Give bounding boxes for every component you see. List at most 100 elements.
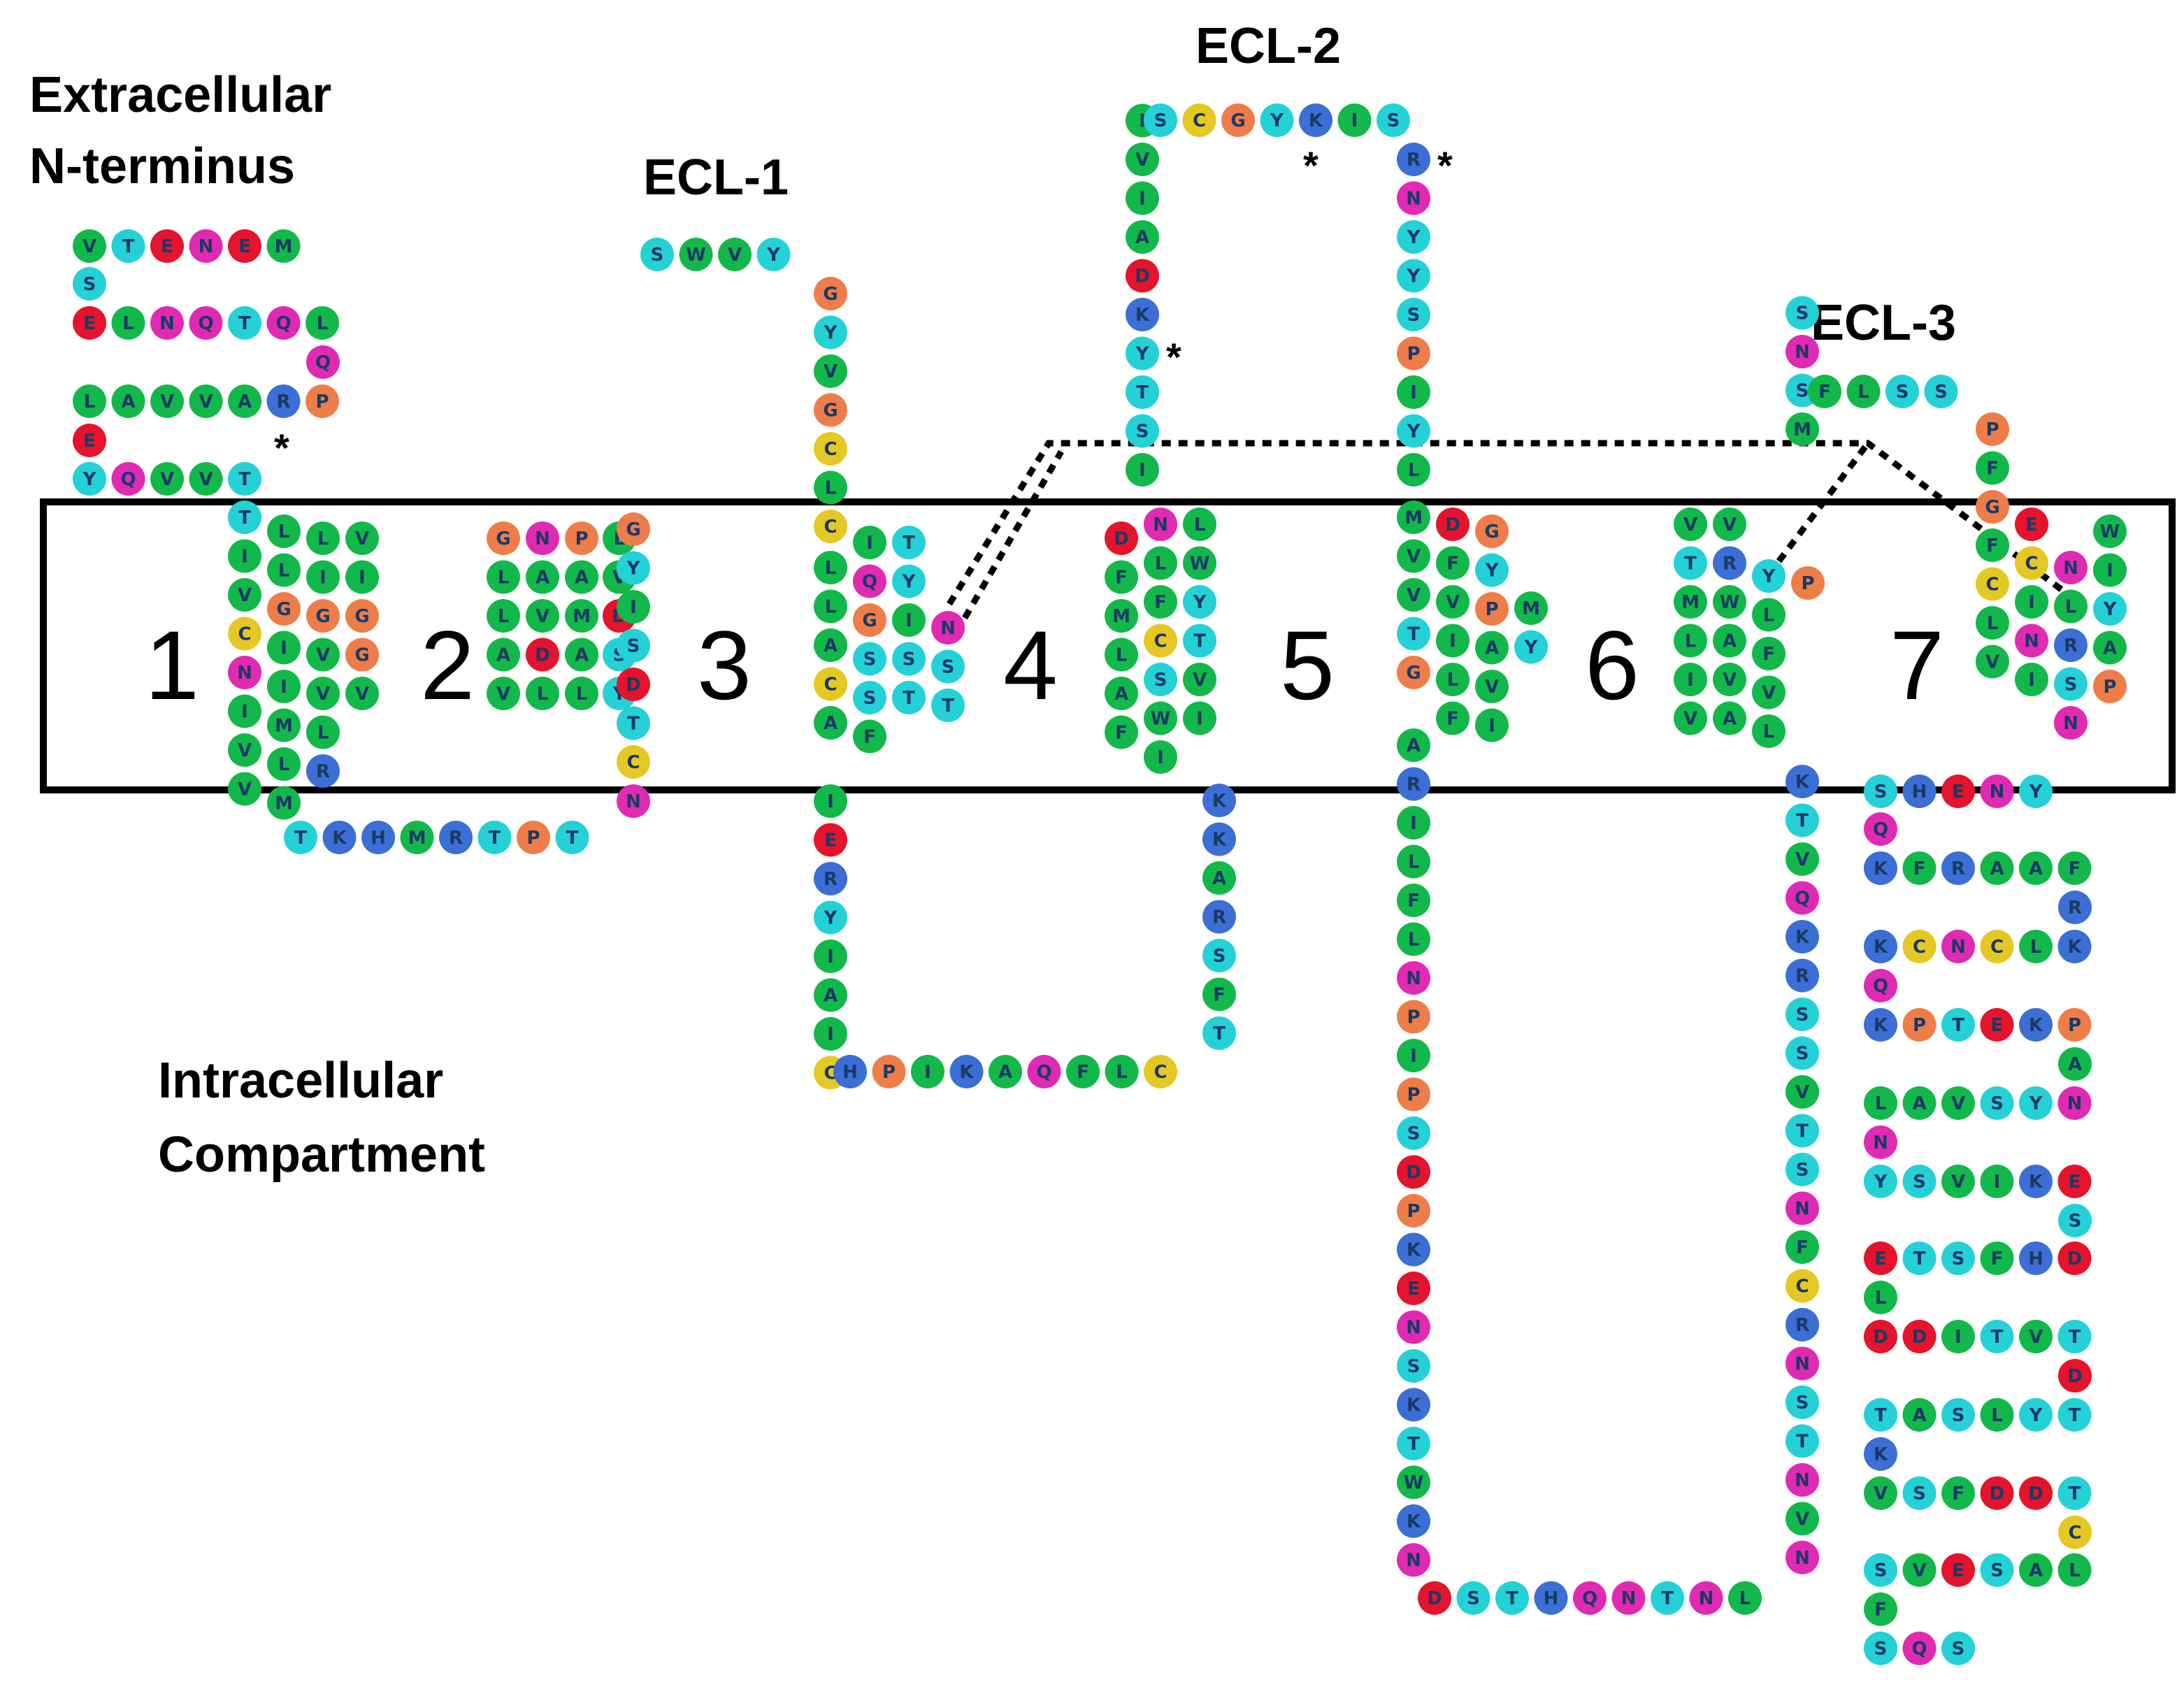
residue-bead: [814, 667, 847, 701]
residue-bead: [1980, 1165, 2014, 1198]
segment-icl1-up: N: [617, 784, 650, 818]
residue-bead: [617, 590, 650, 624]
residue-bead: [2057, 851, 2092, 885]
residue-bead: [345, 521, 379, 555]
residue-letter: L: [537, 684, 549, 705]
residue-letter: S: [1796, 1392, 1809, 1413]
residue-bead: [1475, 708, 1509, 742]
residue-letter: R: [1407, 775, 1421, 796]
residue-letter: V: [496, 684, 510, 705]
residue-letter: D: [2028, 1483, 2043, 1504]
residue-letter: T: [1913, 1248, 1926, 1269]
residue-bead: [189, 462, 223, 496]
residue-bead: [1864, 1592, 1897, 1626]
residue-bead: [1397, 1543, 1430, 1577]
segment-cterm-link7: L: [1864, 1281, 1897, 1314]
residue-bead: [1144, 585, 1177, 619]
residue-bead: [1105, 599, 1138, 633]
residue-letter: I: [1955, 1327, 1962, 1348]
asterisk-ecl2-r: *: [1437, 143, 1453, 187]
residue-bead: [1941, 1165, 1975, 1198]
residue-letter: K: [1795, 927, 1810, 948]
segment-tm7-down: PFG: [1976, 412, 2009, 524]
residue-bead: [1713, 624, 1746, 658]
residue-letter: H: [371, 828, 386, 849]
residue-bead: [1126, 259, 1159, 293]
residue-letter: E: [238, 236, 251, 257]
segment-cterm-link3: Q: [1864, 969, 1897, 1002]
residue-letter: N: [237, 663, 252, 684]
residue-bead: [1202, 822, 1236, 856]
residue-bead: [2054, 589, 2088, 624]
residue-letter: G: [1484, 521, 1499, 542]
residue-bead: [228, 384, 261, 418]
residue-letter: I: [1687, 670, 1694, 691]
residue-bead: [2057, 1476, 2092, 1510]
residue-letter: G: [354, 606, 369, 627]
residue-letter: F: [1874, 1599, 1887, 1620]
residue-letter: N: [1406, 189, 1421, 210]
residue-bead: [892, 681, 926, 714]
residue-bead: [1713, 701, 1746, 735]
residue-letter: C: [1154, 631, 1167, 652]
residue-bead: [1475, 553, 1509, 587]
residue-bead: [814, 315, 847, 350]
residue-letter: F: [1913, 858, 1926, 879]
residue-letter: A: [1407, 735, 1421, 756]
residue-bead: [2019, 851, 2053, 885]
residue-letter: K: [1309, 110, 1323, 131]
residue-bead: [2058, 1516, 2092, 1549]
residue-bead: [2057, 1086, 2092, 1120]
segment-cterm-link4: A: [2058, 1047, 2092, 1081]
residue-letter: S: [1874, 1560, 1888, 1581]
residue-bead: [266, 384, 301, 418]
residue-bead: [1864, 1320, 1897, 1353]
residue-letter: R: [449, 828, 463, 849]
residue-bead: [1786, 1191, 1819, 1225]
residue-bead: [1786, 1386, 1819, 1419]
residue-letter: A: [1485, 638, 1499, 659]
residue-bead: [487, 677, 520, 710]
residue-letter: D: [626, 675, 641, 696]
residue-letter: I: [827, 947, 834, 967]
residue-bead: [1126, 336, 1159, 370]
residue-letter: C: [2025, 554, 2038, 575]
residue-bead: [1728, 1581, 1762, 1615]
residue-letter: I: [280, 638, 287, 659]
residue-bead: [617, 706, 650, 740]
residue-bead: [1864, 1476, 1897, 1510]
residue-bead: [73, 267, 106, 301]
residue-letter: L: [1408, 460, 1420, 481]
residue-bead: [1980, 1476, 2014, 1510]
residue-bead: [1786, 920, 1819, 953]
residue-bead: [617, 745, 650, 779]
residue-letter: S: [903, 649, 916, 670]
ecl2-label: ECL-2: [1195, 18, 1341, 74]
residue-letter: L: [278, 521, 290, 542]
residue-letter: N: [940, 618, 956, 639]
helix-number-7: 7: [1890, 610, 1944, 720]
residue-bead: [1864, 851, 1897, 885]
residue-letter: W: [686, 245, 706, 266]
residue-bead: [853, 526, 886, 559]
residue-letter: G: [354, 645, 369, 666]
residue-letter: K: [1874, 858, 1888, 879]
residue-bead: [1027, 1055, 1061, 1088]
residue-bead: [1786, 958, 1819, 993]
residue-bead: [1902, 1086, 1937, 1120]
residue-bead: [1475, 514, 1509, 548]
residue-bead: [814, 277, 847, 310]
residue-bead: [2019, 1242, 2053, 1275]
residue-letter: S: [863, 649, 877, 670]
residue-letter: T: [566, 828, 579, 849]
residue-bead: [1456, 1581, 1490, 1615]
residue-letter: V: [1762, 683, 1776, 704]
residue-letter: N: [1153, 514, 1168, 535]
residue-bead: [1786, 1269, 1819, 1303]
residue-letter: P: [575, 528, 588, 549]
residue-letter: W: [1720, 592, 1740, 613]
